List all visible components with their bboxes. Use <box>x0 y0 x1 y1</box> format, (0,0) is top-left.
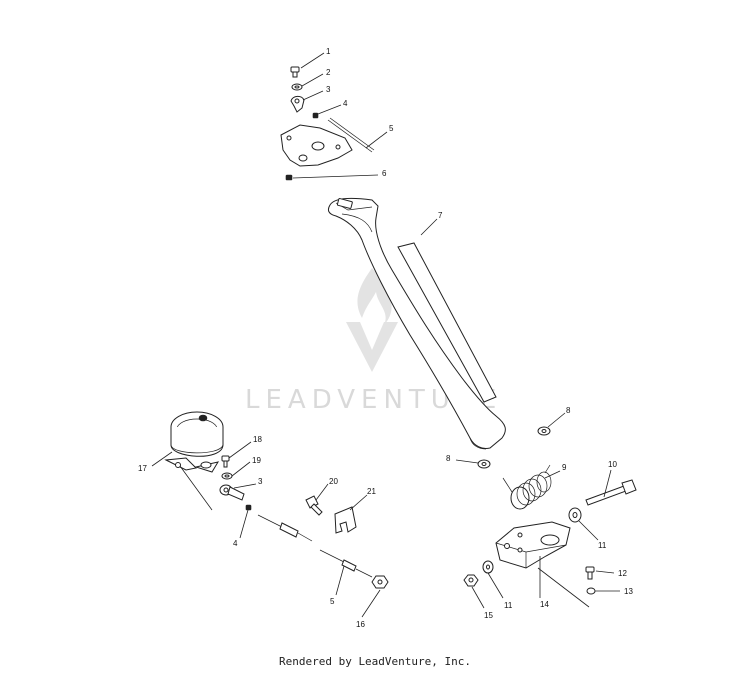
part-5-cable-assembly <box>257 514 373 578</box>
callout-4-lower: 4 <box>233 539 238 548</box>
part-11-washer-right <box>568 507 582 523</box>
callout-20: 20 <box>329 477 338 486</box>
left-side-leaders <box>151 441 381 618</box>
callout-11-right: 11 <box>598 541 607 550</box>
callout-21: 21 <box>367 487 376 496</box>
footer-credit: Rendered by LeadVenture, Inc. <box>278 655 472 668</box>
part-13-washer <box>586 587 596 595</box>
callout-3-lower: 3 <box>258 477 263 486</box>
callout-9: 9 <box>562 463 567 472</box>
part-9-torsion-spring <box>502 464 552 510</box>
upper-bracket-assembly <box>280 52 388 181</box>
part-5-cable <box>327 117 375 153</box>
callout-18: 18 <box>253 435 262 444</box>
part-4-nut <box>312 112 319 119</box>
callout-14: 14 <box>540 600 549 609</box>
part-1-bolt <box>290 66 300 78</box>
part-7-handle <box>327 197 506 450</box>
callout-4: 4 <box>343 99 348 108</box>
part-2-washer <box>291 83 303 91</box>
callout-10: 10 <box>608 460 617 469</box>
part-10-long-bolt <box>585 479 637 506</box>
callout-13: 13 <box>624 587 633 596</box>
part-12-bolt <box>585 566 595 580</box>
part-8-washer-right <box>537 426 551 436</box>
callout-8-left: 8 <box>446 454 451 463</box>
part-17-clamp-ring <box>164 411 224 473</box>
part-21-clip <box>334 506 357 534</box>
part-16-nut <box>371 575 389 589</box>
part-8-washer-left <box>477 459 491 469</box>
callout-7: 7 <box>438 211 443 220</box>
callout-11-left: 11 <box>504 601 513 610</box>
part-4-nut-lower <box>245 504 252 511</box>
part-20-bolt <box>305 495 323 516</box>
callout-8-right: 8 <box>566 406 571 415</box>
callout-15: 15 <box>484 611 493 620</box>
part-3-rod-end <box>290 95 305 113</box>
callout-2: 2 <box>326 68 331 77</box>
callout-19: 19 <box>252 456 261 465</box>
part-3-rod-end-lower <box>219 484 245 501</box>
callout-12: 12 <box>618 569 627 578</box>
part-11-washer-left <box>482 560 494 574</box>
callout-labels: 1 2 3 4 5 6 7 8 8 9 10 11 11 12 13 14 15… <box>138 47 633 629</box>
part-18-bolt <box>221 455 230 468</box>
callout-6: 6 <box>382 169 387 178</box>
bracket-plate <box>280 124 353 167</box>
callout-16: 16 <box>356 620 365 629</box>
callout-5: 5 <box>389 124 394 133</box>
callout-3: 3 <box>326 85 331 94</box>
callout-17: 17 <box>138 464 147 473</box>
callout-5-lower: 5 <box>330 597 335 606</box>
callout-1: 1 <box>326 47 331 56</box>
part-15-nut <box>463 574 479 587</box>
part-6-nut <box>285 174 293 181</box>
right-side-leaders <box>420 218 620 609</box>
part-14-pivot-bracket <box>495 521 571 569</box>
part-19-washer <box>221 472 233 480</box>
